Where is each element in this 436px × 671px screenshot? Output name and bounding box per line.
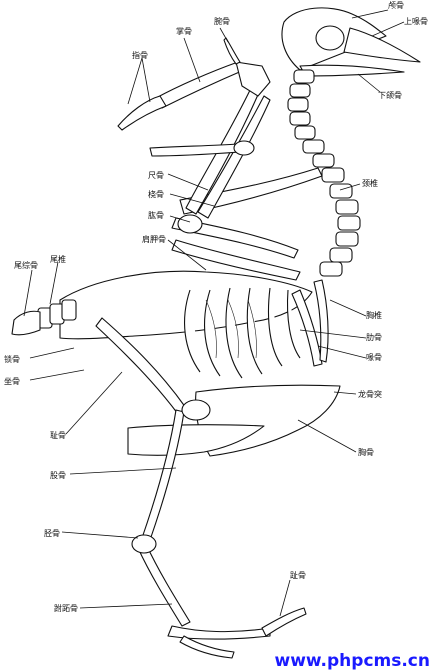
- label-tibiotarsus: 胫骨: [44, 529, 60, 538]
- label-pubis: 耻骨: [50, 430, 66, 440]
- label-skull: 颅骨: [388, 0, 404, 10]
- label-radius: 桡骨: [148, 189, 164, 199]
- label-neck-vertebrae: 颈椎: [362, 178, 378, 188]
- label-toes: 趾骨: [290, 571, 306, 580]
- label-sternum: 胸骨: [358, 447, 374, 457]
- keel: [127, 424, 265, 456]
- label-phalanges: 指骨: [132, 50, 148, 60]
- label-ischium: 坐骨: [4, 377, 20, 386]
- label-scapula: 肩胛骨: [142, 234, 166, 244]
- lower-jaw: [299, 64, 405, 77]
- neck-vertebrae: [287, 69, 361, 277]
- label-upper-beak: 上喙骨: [404, 16, 428, 26]
- label-thoracic-vertebrae: 胸椎: [366, 310, 382, 320]
- eye-socket: [315, 25, 345, 51]
- label-metacarpal: 掌骨: [176, 26, 192, 36]
- label-tarsometatarsus: 跗跖骨: [54, 603, 78, 613]
- label-caudal-vertebrae: 尾椎: [50, 254, 66, 264]
- skeleton-drawing: [11, 7, 421, 659]
- label-ribs: 肋骨: [366, 332, 382, 342]
- watermark-text: www.phpcms.cn: [275, 651, 430, 671]
- label-keel: 龙骨突: [358, 389, 382, 399]
- label-lower-jaw: 下颌骨: [378, 90, 402, 100]
- label-femur: 股骨: [50, 471, 66, 480]
- tail: [11, 299, 77, 336]
- shading: [205, 299, 257, 359]
- label-ulna: 尺骨: [148, 171, 164, 180]
- wing: [117, 37, 323, 281]
- leader-lines: [23, 9, 405, 617]
- leg: [95, 317, 307, 659]
- furcula: [313, 279, 329, 363]
- label-humerus: 肱骨: [148, 210, 164, 220]
- upper-beak: [343, 27, 421, 63]
- label-coracoid: 喙骨: [366, 352, 382, 362]
- coracoid: [291, 289, 323, 367]
- label-carpal: 腕骨: [214, 16, 230, 26]
- label-furcula: 锁骨: [4, 354, 20, 364]
- label-pygostyle: 尾综骨: [14, 260, 38, 270]
- labels: 颅骨 上喙骨 下颌骨 指骨 掌骨 腕骨 尺骨 桡骨 肱骨 颈椎 肩胛骨 尾综骨 …: [4, 0, 428, 613]
